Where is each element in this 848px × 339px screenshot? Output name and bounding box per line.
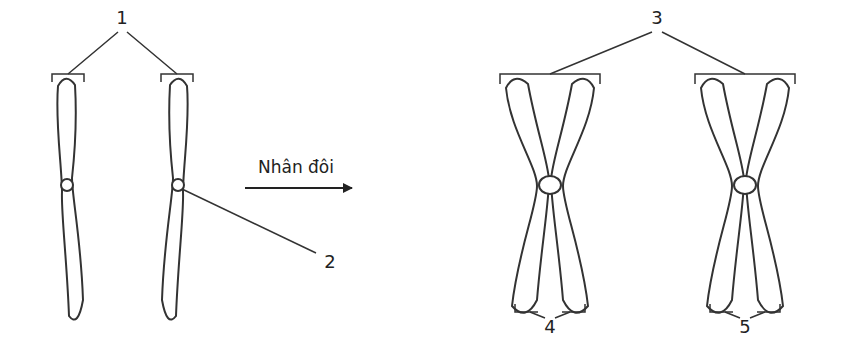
- chromatid: [162, 79, 188, 320]
- callout-number: 1: [116, 8, 127, 28]
- callout-number: 2: [324, 252, 335, 272]
- callout-number: 4: [544, 317, 555, 337]
- callout-number: 5: [739, 317, 750, 337]
- duplicated-chromosome: [701, 79, 789, 313]
- callout-number: 3: [651, 8, 662, 28]
- chromatid: [57, 79, 83, 320]
- process-label: Nhân đôi: [258, 158, 334, 177]
- duplicated-chromosome: [506, 79, 594, 313]
